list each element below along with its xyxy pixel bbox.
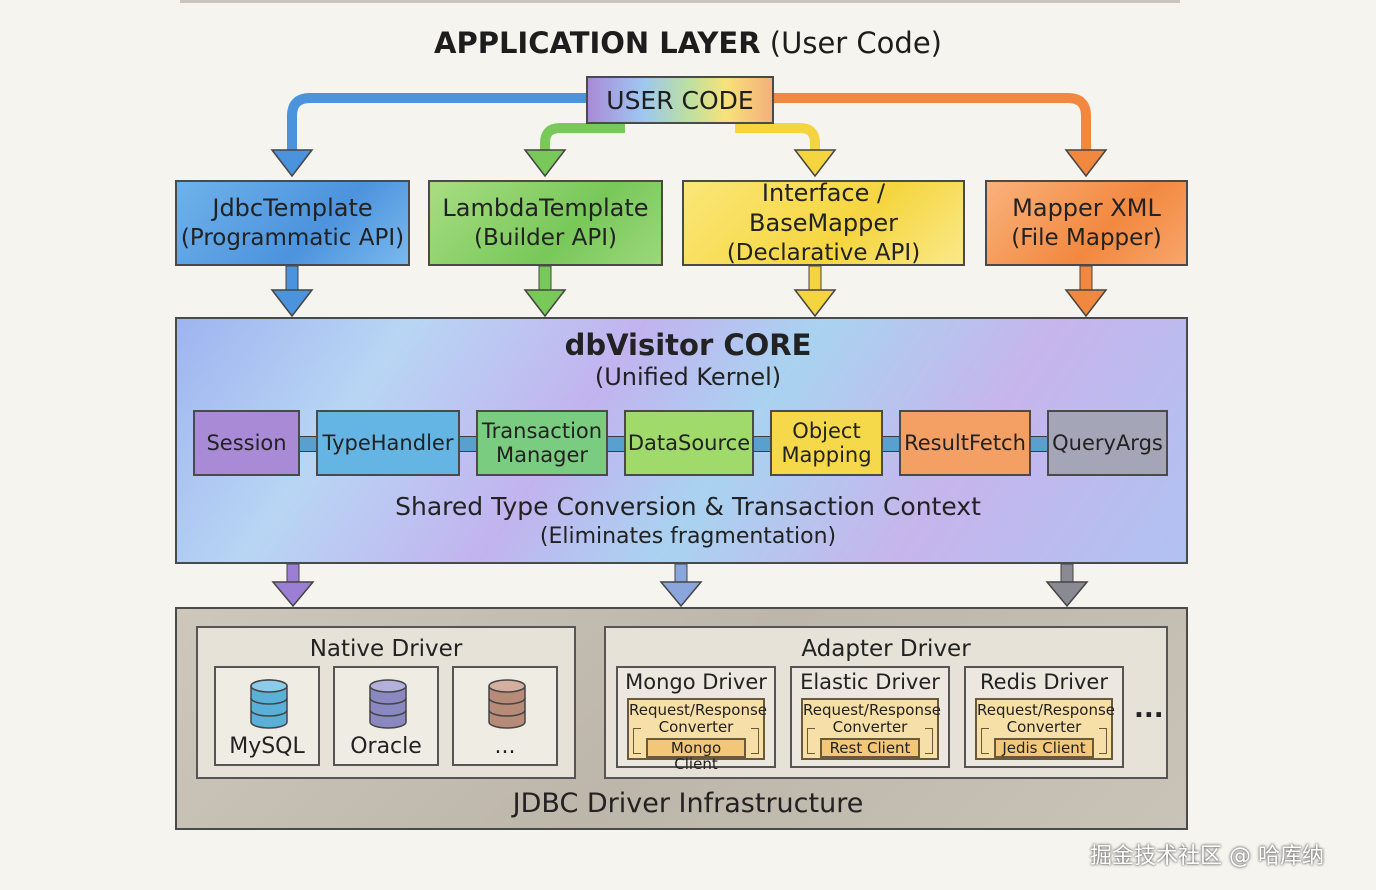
arrowhead-iface <box>793 149 837 178</box>
module-label: ResultFetch <box>904 431 1026 455</box>
converter-bracket-left <box>807 728 815 754</box>
adapter-driver-title: Adapter Driver <box>801 636 971 662</box>
driver-name: Mongo Driver <box>625 670 767 694</box>
arrowhead-jdbc <box>270 149 314 178</box>
top-divider <box>180 0 1180 3</box>
api-desc: (Programmatic API) <box>180 225 405 251</box>
core-subtitle: (Unified Kernel) <box>594 363 782 391</box>
module-datasource: DataSource <box>624 410 754 476</box>
driver-redis: Redis Driver Request/Response Converter … <box>964 666 1124 768</box>
api-mapper-xml: Mapper XML (File Mapper) <box>985 180 1188 266</box>
arrow-usercode-lambda <box>540 123 625 150</box>
database-icon <box>369 679 407 729</box>
module-label: TypeHandler <box>322 431 454 455</box>
db-oracle: Oracle <box>333 666 439 766</box>
db-mysql: MySQL <box>214 666 320 766</box>
converter-bracket-right <box>925 728 933 754</box>
converter-box: Request/Response Converter Rest Client <box>801 698 942 760</box>
db-label: MySQL <box>229 734 305 759</box>
module-label-line2: Mapping <box>781 443 872 467</box>
arrow-usercode-mapper <box>774 93 1091 150</box>
infrastructure-title: JDBC Driver Infrastructure <box>512 788 864 819</box>
core-title: dbVisitor CORE <box>564 328 812 362</box>
arrow-usercode-iface <box>735 123 820 150</box>
db-label: ... <box>494 734 516 759</box>
db-label: Oracle <box>350 734 422 759</box>
driver-name: Redis Driver <box>980 670 1108 694</box>
core-shared-context: Shared Type Conversion & Transaction Con… <box>395 492 981 521</box>
converter-bracket-left <box>981 728 989 754</box>
converter-bracket-right <box>1099 728 1107 754</box>
converter-box: Request/Response Converter Mongo Client <box>627 698 768 772</box>
db-more: ... <box>452 666 558 766</box>
converter-label: Request/Response Converter <box>803 701 942 736</box>
module-label-line1: Object <box>792 419 861 443</box>
arrowhead-lambda <box>523 149 567 178</box>
module-typehandler: TypeHandler <box>316 410 460 476</box>
converter-label: Request/Response Converter <box>977 701 1116 736</box>
module-session: Session <box>193 410 300 476</box>
module-label-line1: Transaction <box>481 419 603 443</box>
adapter-more-ellipsis: ... <box>1134 694 1164 724</box>
user-code-label: USER CODE <box>606 85 754 115</box>
api-name: JdbcTemplate <box>212 194 373 222</box>
module-label-line2: Manager <box>495 443 589 467</box>
module-resultfetch: ResultFetch <box>899 410 1031 476</box>
arrowhead-mapper <box>1064 149 1108 178</box>
arrow-usercode-jdbc <box>287 93 586 150</box>
module-label: Session <box>206 431 287 455</box>
converter-bracket-left <box>633 728 641 754</box>
core-eliminates-note: (Eliminates fragmentation) <box>539 524 837 549</box>
native-driver-title: Native Driver <box>309 636 463 662</box>
client-box: Jedis Client <box>994 738 1094 758</box>
module-label: DataSource <box>627 431 751 455</box>
driver-mongo: Mongo Driver Request/Response Converter … <box>616 666 776 772</box>
driver-name: Elastic Driver <box>800 670 940 694</box>
api-name: Interface / BaseMapper <box>749 179 898 237</box>
api-jdbc-template: JdbcTemplate (Programmatic API) <box>175 180 410 266</box>
client-box: Mongo Client <box>646 738 746 772</box>
api-desc: (Declarative API) <box>726 240 921 266</box>
api-interface-basemapper: Interface / BaseMapper (Declarative API) <box>682 179 965 266</box>
diagram-title: APPLICATION LAYER (User Code) <box>434 26 942 60</box>
watermark: 掘金技术社区 @ 哈库纳 <box>1090 844 1324 869</box>
user-code-box: USER CODE <box>586 76 774 124</box>
api-name: Mapper XML <box>1012 194 1161 222</box>
api-name: LambdaTemplate <box>442 194 649 222</box>
module-label: QueryArgs <box>1052 431 1163 455</box>
converter-box: Request/Response Converter Jedis Client <box>975 698 1116 760</box>
module-queryargs: QueryArgs <box>1047 410 1168 476</box>
api-desc: (File Mapper) <box>1011 225 1162 251</box>
api-desc: (Builder API) <box>474 225 617 251</box>
database-icon <box>250 679 288 729</box>
client-box: Rest Client <box>820 738 920 758</box>
driver-elastic: Elastic Driver Request/Response Converte… <box>790 666 950 768</box>
database-icon <box>488 679 526 729</box>
converter-bracket-right <box>751 728 759 754</box>
converter-label: Request/Response Converter <box>629 701 768 736</box>
api-lambda-template: LambdaTemplate (Builder API) <box>428 180 663 266</box>
